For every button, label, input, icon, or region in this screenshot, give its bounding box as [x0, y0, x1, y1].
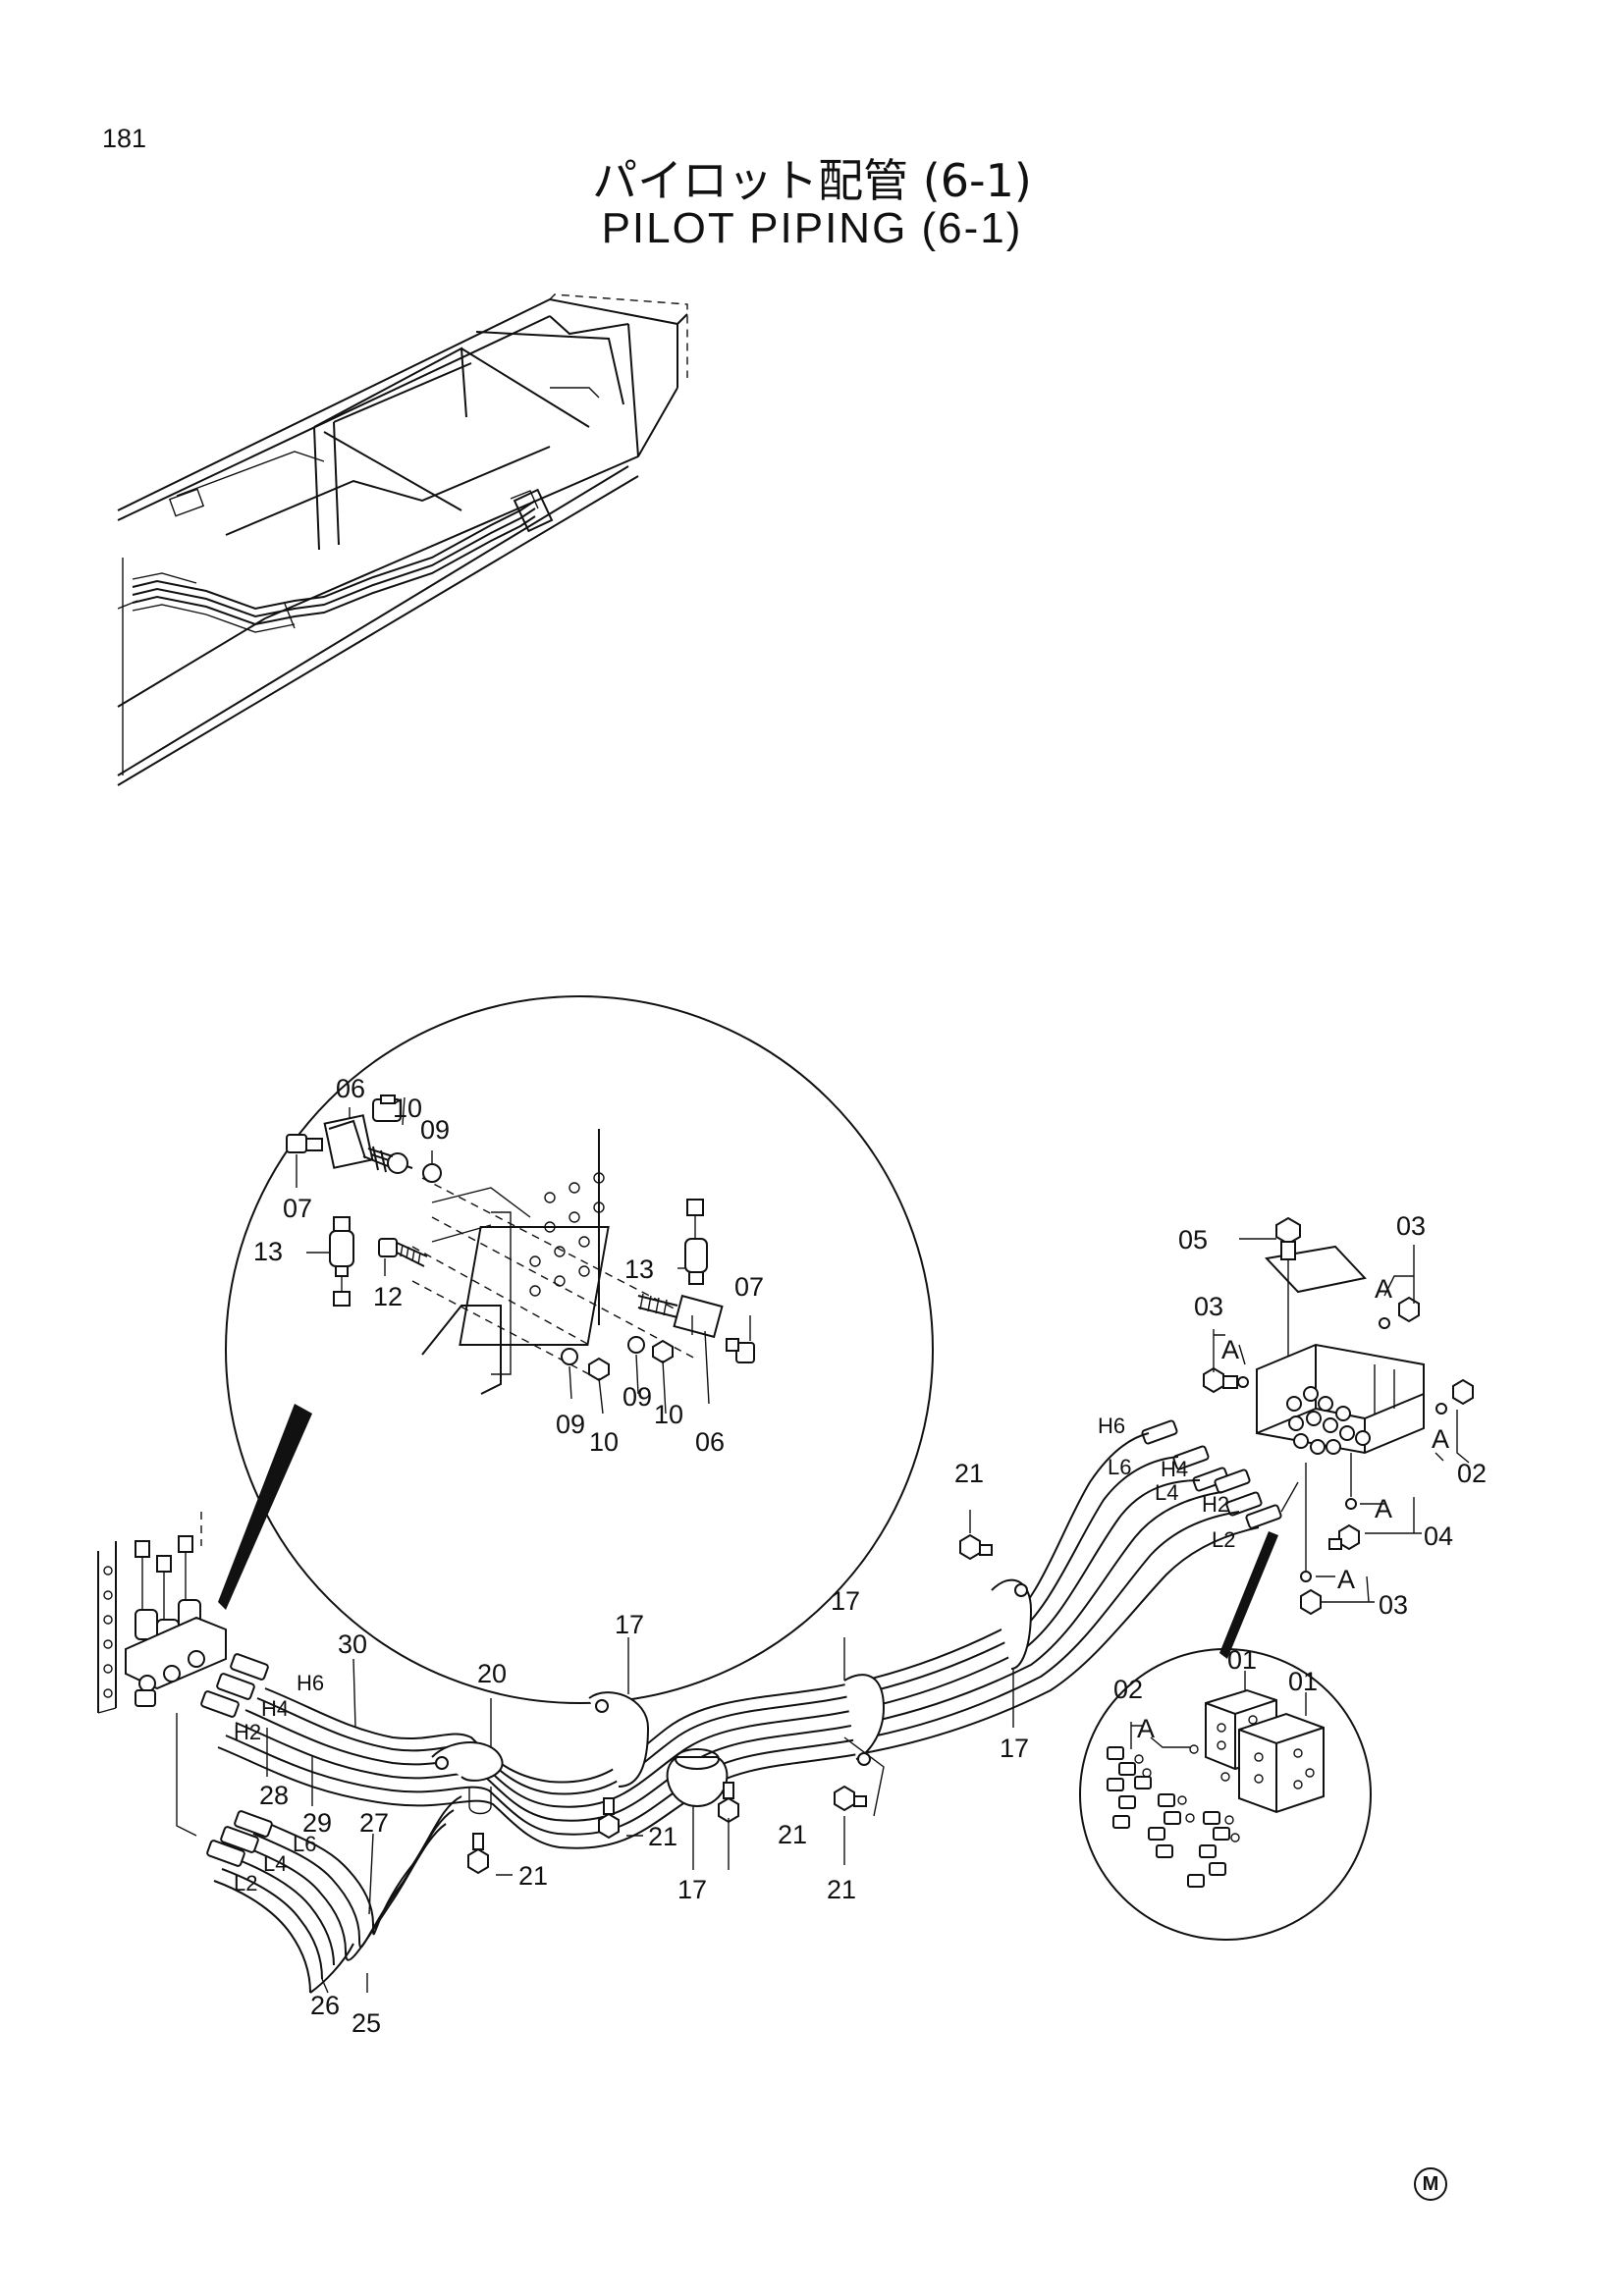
label-a-top: A: [1375, 1274, 1392, 1304]
bolt-07-left: [286, 1134, 323, 1153]
label-a-detail: A: [1137, 1714, 1155, 1743]
label-12: 12: [373, 1282, 403, 1311]
fitting-06-right: [637, 1293, 724, 1339]
label-10-bottom-left: 10: [589, 1427, 619, 1457]
label-09-bottom-left: 09: [556, 1410, 585, 1439]
label-02: 02: [1457, 1459, 1487, 1488]
label-17-c: 17: [1000, 1734, 1029, 1763]
label-l2-valve: L2: [1212, 1527, 1235, 1552]
label-h4-valve: H4: [1161, 1457, 1188, 1481]
clamp-17-b: [843, 1674, 886, 1766]
bolt-03-left: [1203, 1366, 1249, 1394]
label-01-b: 01: [1288, 1667, 1318, 1696]
hose-fittings-valve: [1141, 1419, 1282, 1529]
detail-view-bulkhead: 06 10 09 07 13 12 13 07 09 10 09 10 06: [218, 995, 934, 1704]
page-number: 181: [102, 124, 147, 153]
clamp-17-d: [666, 1748, 729, 1808]
bolt-05: [1275, 1216, 1301, 1260]
label-28: 28: [259, 1781, 289, 1810]
label-26: 26: [310, 1991, 340, 2020]
page-title-english: PILOT PIPING (6-1): [601, 204, 1023, 252]
label-a-right: A: [1432, 1424, 1449, 1454]
label-03-top: 03: [1396, 1211, 1426, 1241]
fitting-04: [1328, 1523, 1360, 1551]
clamp-17-c: [991, 1578, 1033, 1670]
label-27: 27: [359, 1808, 389, 1838]
label-03-bottom: 03: [1379, 1590, 1408, 1620]
machine-frame-overview: [117, 294, 688, 786]
label-17-d: 17: [677, 1875, 707, 1904]
clamp-17-a: [588, 1691, 650, 1788]
label-30: 30: [338, 1629, 367, 1659]
label-h6-left: H6: [297, 1671, 324, 1695]
label-l4-left: L4: [263, 1851, 287, 1876]
label-21-upper: 21: [954, 1459, 984, 1488]
label-21-b: 21: [518, 1861, 548, 1891]
label-03-left: 03: [1194, 1292, 1223, 1321]
label-09-top: 09: [420, 1115, 450, 1145]
label-a-04: A: [1375, 1494, 1392, 1523]
label-21-c: 21: [648, 1822, 677, 1851]
label-06-bottom-right: 06: [695, 1427, 725, 1457]
page-title-japanese: パイロット配管 (6-1): [592, 154, 1032, 207]
bolt-21-lower-4: [834, 1785, 867, 1812]
bolt-21-lower-1: [467, 1833, 489, 1875]
block-01-b: [1238, 1712, 1325, 1814]
label-09-bottom-right: 09: [623, 1382, 652, 1412]
pilot-valve-block: 05 03 03 A A A 02 A 04 A 03 H6 L6 H4 L4 …: [1098, 1211, 1487, 1620]
label-05: 05: [1178, 1225, 1208, 1255]
pilot-hose-run: 21 17 17 17 20 30 H6 H4 H2 28 29 27 L6 L…: [97, 1432, 1260, 2038]
label-h4-left: H4: [261, 1696, 289, 1721]
label-a-left: A: [1221, 1335, 1239, 1364]
label-l6-left: L6: [293, 1832, 316, 1856]
bolt-21-upper: [959, 1533, 993, 1561]
maker-mark-icon: M: [1414, 2167, 1447, 2201]
label-17-a: 17: [615, 1610, 644, 1639]
label-01-a: 01: [1227, 1645, 1257, 1675]
label-13-right: 13: [624, 1255, 654, 1284]
label-13-left: 13: [253, 1237, 283, 1266]
hose-fittings-left: [200, 1653, 273, 1867]
label-21-d: 21: [778, 1820, 807, 1849]
clamp-20: [431, 1741, 504, 1815]
label-06-top-left: 06: [336, 1074, 365, 1103]
label-h2-left: H2: [234, 1720, 261, 1744]
bolt-21-lower-3: [718, 1782, 739, 1824]
bolt-21-lower-2: [598, 1797, 620, 1840]
label-21-e: 21: [827, 1875, 856, 1904]
sensor-13-right: [684, 1199, 708, 1285]
label-04: 04: [1424, 1522, 1453, 1551]
label-25: 25: [352, 2008, 381, 2038]
bolt-03-bottom: [1300, 1588, 1322, 1616]
label-h2-valve: H2: [1202, 1492, 1229, 1517]
stud-12: [378, 1238, 428, 1267]
label-02-detail: 02: [1113, 1675, 1143, 1704]
label-07-left: 07: [283, 1194, 312, 1223]
label-17-b: 17: [831, 1586, 860, 1616]
detail-view-valve-blocks: 01 01 02 A: [1079, 1531, 1372, 1941]
label-10-top: 10: [393, 1094, 422, 1123]
label-29: 29: [302, 1808, 332, 1838]
label-20: 20: [477, 1659, 507, 1688]
label-10-bottom-right: 10: [654, 1400, 683, 1429]
label-a-03: A: [1337, 1565, 1355, 1594]
label-l2-left: L2: [234, 1871, 257, 1896]
bolt-02-right: [1435, 1378, 1474, 1415]
label-07-right: 07: [734, 1272, 764, 1302]
bolt-07-right: [726, 1338, 755, 1363]
left-sensor-cluster: [125, 1535, 227, 1707]
sensor-13-left: [329, 1216, 354, 1307]
label-h6-valve: H6: [1098, 1414, 1125, 1438]
